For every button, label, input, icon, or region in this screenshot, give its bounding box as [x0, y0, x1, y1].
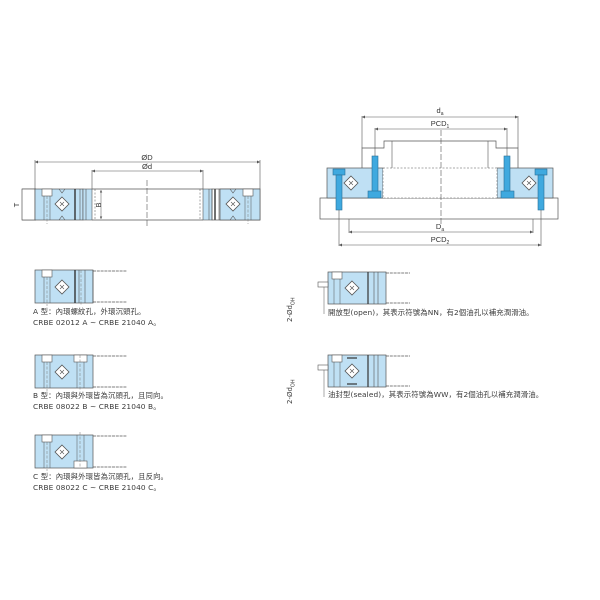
da-outer-label: Da: [436, 222, 444, 233]
type-c-range: CRBE 08022 C ~ CRBE 21040 C。: [33, 482, 161, 492]
width-b-label: B: [94, 202, 103, 207]
type-c-caption: C 型：內環與外環皆為沉頭孔，且反向。 CRBE 08022 C ~ CRBE …: [33, 472, 168, 493]
type-c-description: C 型：內環與外環皆為沉頭孔，且反向。: [33, 472, 169, 481]
type-a-range: CRBE 02012 A ~ CRBE 21040 A。: [33, 317, 161, 327]
type-b-drawing: [34, 354, 127, 391]
pcd2-label: PCD2: [431, 235, 450, 246]
da-label: da: [437, 106, 444, 117]
sealed-oil-hole-label: 2-ØdOH: [286, 379, 297, 404]
open-type-caption: 開放型(open)，其表示符號為NN，有2個油孔以補充潤滑油。: [328, 308, 534, 317]
sealed-type-caption: 油封型(sealed)，其表示符號為WW，有2個油孔以補充潤滑油。: [328, 390, 544, 399]
pcd1-label: PCD1: [431, 119, 450, 130]
type-a-description: A 型：內環螺紋孔，外環沉頭孔。: [33, 307, 146, 316]
thickness-t-label: T: [12, 202, 21, 207]
sealed-type-drawing: [317, 354, 410, 397]
main-bearing-section-drawing: [21, 160, 261, 228]
type-b-caption: B 型：內環與外環皆為沉頭孔，且同向。 CRBE 08022 B ~ CRBE …: [33, 391, 168, 412]
type-b-range: CRBE 08022 B ~ CRBE 21040 B。: [33, 401, 161, 411]
mounting-section-drawing: [319, 115, 559, 247]
inner-diameter-label: Ød: [142, 162, 152, 171]
open-oil-hole-label: 2-ØdOH: [286, 297, 297, 322]
outer-diameter-label: ØD: [141, 153, 153, 162]
type-a-drawing: [34, 269, 127, 306]
type-a-caption: A 型：內環螺紋孔，外環沉頭孔。 CRBE 02012 A ~ CRBE 210…: [33, 307, 161, 328]
open-type-drawing: [317, 271, 410, 314]
type-c-drawing: [34, 432, 127, 471]
type-b-description: B 型：內環與外環皆為沉頭孔，且同向。: [33, 391, 168, 400]
